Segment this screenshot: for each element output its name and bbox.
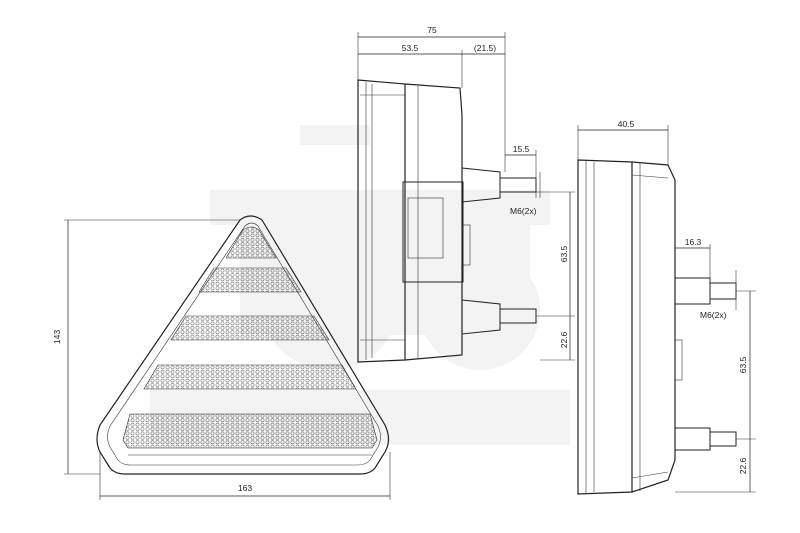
- reflector-top: [225, 226, 277, 259]
- reflector-band-3: [143, 364, 357, 390]
- front-view: 143 163: [52, 215, 391, 500]
- side-left-stud-length-label: 15.5: [513, 144, 530, 154]
- side-right-depth-label: 40.5: [618, 119, 635, 129]
- side-right-stud-offset-label: 22.6: [738, 457, 748, 474]
- reflector-band-1: [198, 267, 302, 293]
- reflector-band-2: [170, 315, 330, 341]
- side-right-stud-length-label: 16.3: [685, 237, 702, 247]
- reflector-band-4: [122, 413, 378, 449]
- side-left-stud-offset-label: 22.6: [559, 331, 569, 348]
- side-left-body-depth-label: 53.5: [402, 43, 419, 53]
- side-view-right: 40.5 16.3 M6(2x) 63.5 22.6: [577, 119, 756, 495]
- side-right-thread-label: M6(2x): [700, 310, 727, 320]
- side-left-bracket-depth-label: (21.5): [474, 43, 496, 53]
- side-left-overall-depth-label: 75: [427, 25, 437, 35]
- side-left-stud-spacing-label: 63.5: [559, 245, 569, 262]
- side-left-thread-label: M6(2x): [510, 206, 537, 216]
- side-right-stud-spacing-label: 63.5: [738, 356, 748, 373]
- front-height-label: 143: [52, 330, 62, 344]
- front-width-label: 163: [238, 483, 252, 493]
- side-view-left: 75 53.5 (21.5) 15.5 M6(2x) 63.5 22.6: [357, 25, 575, 363]
